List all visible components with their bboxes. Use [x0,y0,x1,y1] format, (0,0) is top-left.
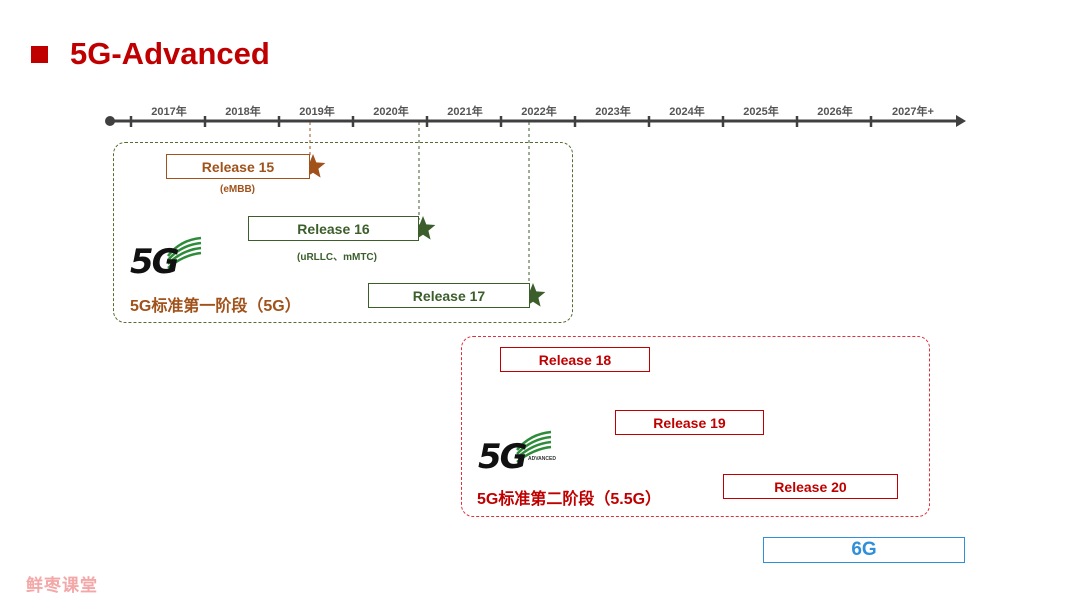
year-label-2022: 2022年 [521,106,557,118]
5g-advanced-logo-sub: ADVANCED [528,456,556,462]
release-19-box: Release 19 [615,410,764,435]
release-15-box: Release 15 [166,154,310,179]
5g-advanced-logo: 5G ADVANCED [477,428,559,477]
year-label-2021: 2021年 [447,106,483,118]
year-label-2023: 2023年 [595,106,631,118]
year-label-2026: 2026年 [817,106,853,118]
year-label-2025: 2025年 [743,106,779,118]
title-bar: 5G-Advanced [31,32,270,76]
release-20-box: Release 20 [723,474,898,499]
stage2-label: 5G标准第二阶段（5.5G） [477,491,662,508]
page-title: 5G-Advanced [70,36,270,71]
5g-logo-text: 5G [130,242,180,282]
5g-advanced-logo-waves-icon [516,430,552,463]
watermark: 鲜枣课堂 [26,576,98,595]
year-label-2024: 2024年 [669,106,705,118]
stage2-group-box [461,336,930,517]
stage1-group-box [113,142,573,323]
title-square-icon [31,45,48,63]
year-label-2017: 2017年 [151,106,187,118]
release-15-note: (eMBB) [220,184,255,195]
release-16-box: Release 16 [248,216,419,241]
5g-advanced-logo-text: 5G [478,437,528,477]
timeline-origin-dot [105,116,115,126]
year-label-2020: 2020年 [373,106,409,118]
stage1-label: 5G标准第一阶段（5G） [130,298,301,315]
release-18-box: Release 18 [500,347,650,372]
6g-box: 6G [763,537,965,563]
timeline-arrow-icon [956,115,966,127]
year-label-2019: 2019年 [299,106,335,118]
5g-logo: 5G [128,234,204,282]
release-16-note: (uRLLC、mMTC) [297,252,377,263]
5g-logo-waves-icon [167,236,202,269]
year-label-2018: 2018年 [225,106,261,118]
year-label-2027-plus: 2027年+ [892,106,934,118]
release-17-box: Release 17 [368,283,530,308]
